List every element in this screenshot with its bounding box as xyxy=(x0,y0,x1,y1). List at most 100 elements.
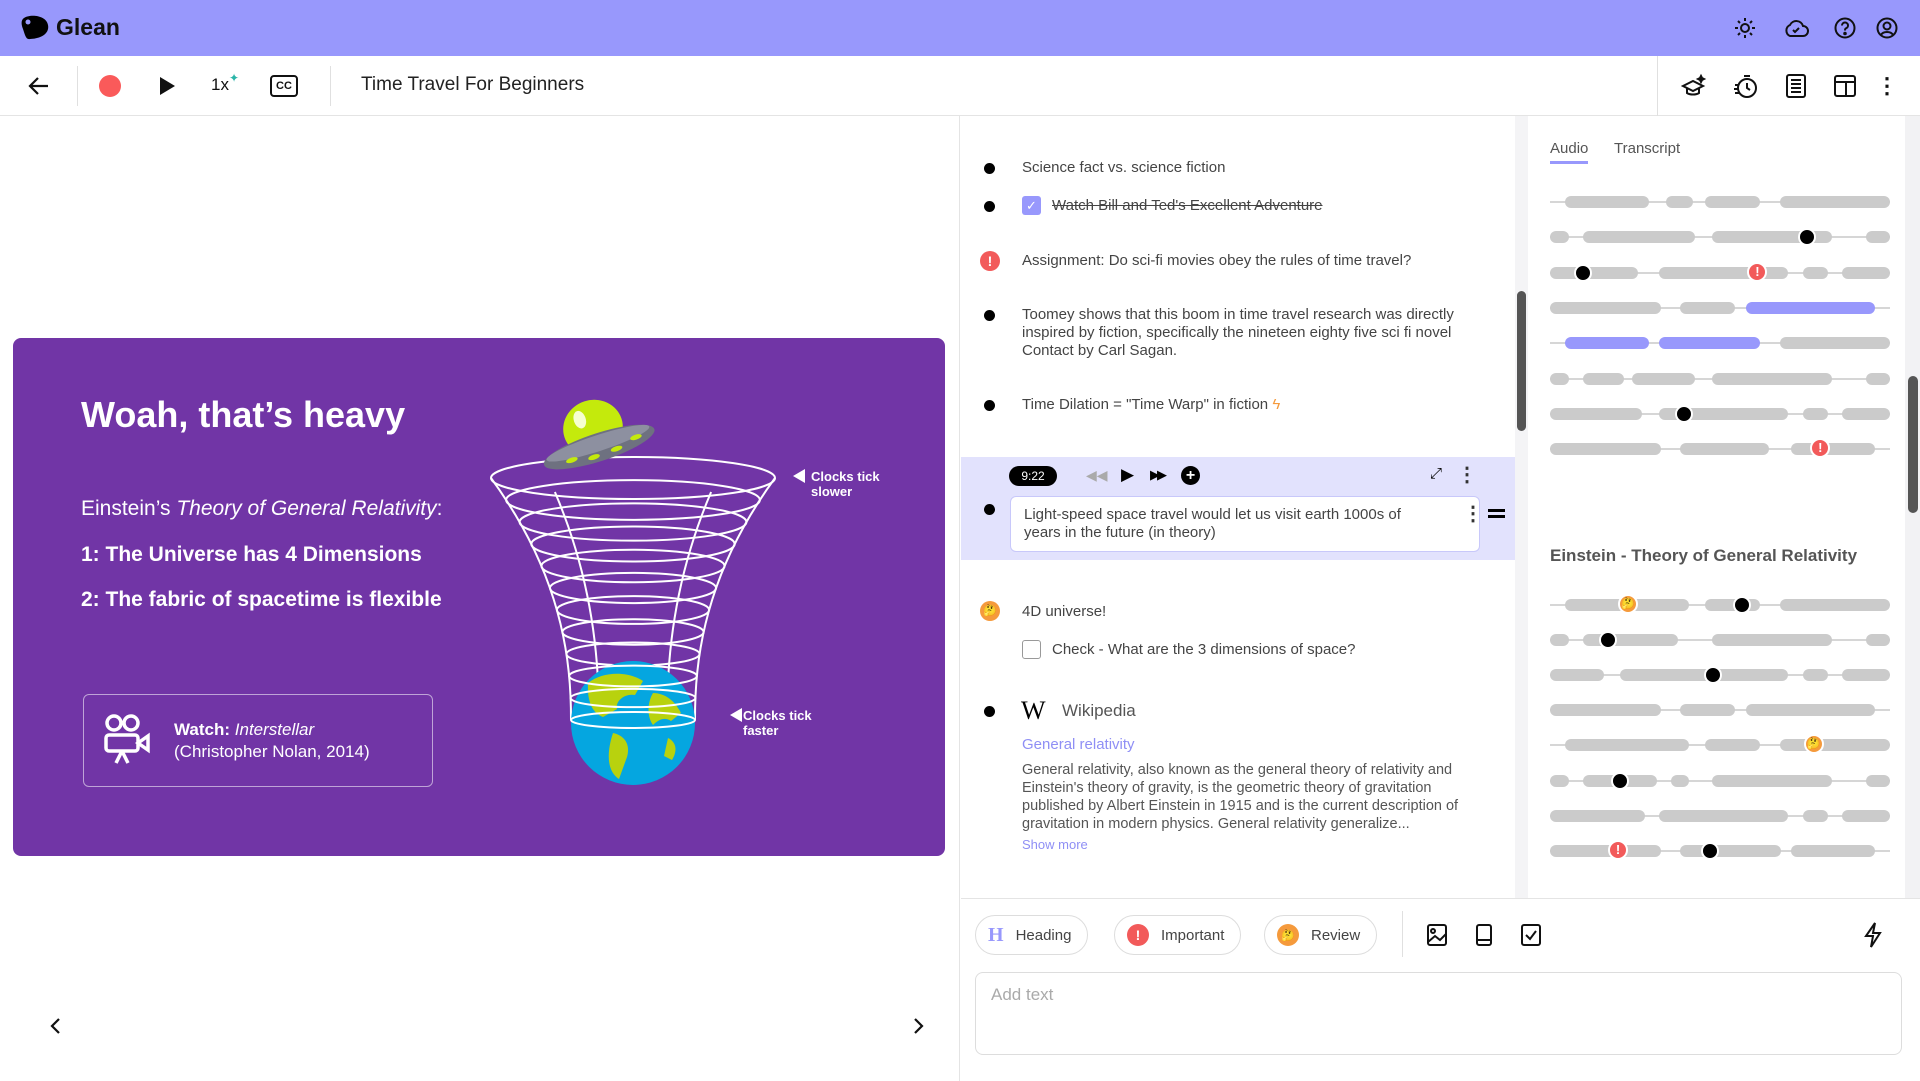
audio-segment[interactable] xyxy=(1803,266,1828,279)
audio-segment-row[interactable] xyxy=(1550,771,1890,790)
previous-slide-icon[interactable] xyxy=(44,1014,66,1038)
help-icon[interactable] xyxy=(1833,16,1857,40)
audio-segment-row[interactable] xyxy=(1550,666,1890,685)
study-cap-icon[interactable] xyxy=(1680,72,1708,100)
audio-segment[interactable] xyxy=(1746,704,1875,717)
audio-segment[interactable] xyxy=(1790,844,1875,857)
audio-segment[interactable] xyxy=(1704,739,1760,752)
audio-segment[interactable] xyxy=(1670,774,1690,787)
audio-segment[interactable] xyxy=(1582,372,1624,385)
audio-segment[interactable] xyxy=(1550,844,1661,857)
audio-segment[interactable] xyxy=(1658,809,1788,822)
audio-segment[interactable] xyxy=(1550,634,1569,647)
play-icon[interactable]: ▶ xyxy=(1121,465,1135,484)
audio-segment[interactable] xyxy=(1803,669,1828,682)
audio-segment[interactable] xyxy=(1565,196,1649,208)
important-marker-icon[interactable]: ! xyxy=(1747,261,1768,282)
audio-segment-highlighted[interactable] xyxy=(1565,337,1649,350)
important-marker-icon[interactable]: ! xyxy=(1608,839,1628,860)
notes-scrollbar-thumb[interactable] xyxy=(1517,291,1526,431)
note-marker-icon[interactable] xyxy=(1704,666,1723,685)
audio-segment[interactable] xyxy=(1550,407,1642,420)
audio-segment[interactable] xyxy=(1680,844,1782,857)
audio-segment-highlighted[interactable] xyxy=(1746,301,1875,314)
audio-segment[interactable] xyxy=(1565,739,1690,752)
audio-segment[interactable] xyxy=(1711,774,1833,787)
audio-segment[interactable] xyxy=(1550,266,1639,279)
audio-segment[interactable] xyxy=(1866,634,1890,647)
audio-segment[interactable] xyxy=(1680,443,1769,456)
note-item[interactable]: Science fact vs. science fiction xyxy=(1022,159,1226,176)
important-marker-icon[interactable]: ! xyxy=(1810,438,1831,459)
audio-segment[interactable] xyxy=(1550,443,1661,456)
note-editor[interactable]: Light-speed space travel would let us vi… xyxy=(1010,496,1483,552)
right-scrollbar-thumb[interactable] xyxy=(1908,376,1918,513)
audio-segment[interactable] xyxy=(1582,231,1696,244)
audio-segment-row[interactable] xyxy=(1550,631,1890,650)
record-button[interactable] xyxy=(99,75,121,97)
note-marker-icon[interactable] xyxy=(1610,771,1629,790)
more-options-icon[interactable]: ⋮ xyxy=(1463,503,1483,525)
note-marker-icon[interactable] xyxy=(1733,596,1752,614)
tab-audio[interactable]: Audio xyxy=(1550,140,1589,164)
important-chip[interactable]: !Important xyxy=(1114,915,1242,955)
audio-segment[interactable] xyxy=(1550,704,1661,717)
audio-segment[interactable] xyxy=(1841,407,1890,420)
note-item[interactable]: Time Dilation = "Time Warp" in fiction ϟ xyxy=(1022,396,1280,414)
audio-segment-row[interactable] xyxy=(1550,228,1890,247)
audio-segment[interactable] xyxy=(1665,196,1693,208)
note-editor-text[interactable]: Light-speed space travel would let us vi… xyxy=(1024,506,1401,541)
account-icon[interactable] xyxy=(1875,16,1899,40)
note-item[interactable]: Toomey shows that this boom in time trav… xyxy=(1022,306,1454,359)
note-marker-icon[interactable] xyxy=(1700,841,1719,860)
drag-handle-icon[interactable] xyxy=(1488,509,1505,512)
add-icon[interactable]: + xyxy=(1181,466,1200,485)
review-chip[interactable]: 🤔Review xyxy=(1264,915,1378,955)
audio-segment-row[interactable]: 🤔 xyxy=(1550,594,1890,614)
audio-segment[interactable] xyxy=(1550,809,1646,822)
audio-segment[interactable] xyxy=(1680,301,1736,314)
audio-segment[interactable] xyxy=(1866,774,1890,787)
note-marker-icon[interactable] xyxy=(1598,631,1617,650)
audio-segment[interactable] xyxy=(1779,739,1890,752)
audio-segment[interactable] xyxy=(1841,669,1890,682)
audio-segment[interactable] xyxy=(1550,372,1569,385)
audio-segment[interactable] xyxy=(1866,231,1890,244)
audio-segment-row[interactable]: 🤔 xyxy=(1550,734,1890,755)
cloud-check-icon[interactable] xyxy=(1782,16,1810,40)
more-options-icon[interactable]: ⋮ xyxy=(1457,464,1477,486)
audio-segment[interactable] xyxy=(1550,301,1661,314)
audio-segment[interactable] xyxy=(1866,372,1890,385)
audio-segment[interactable] xyxy=(1658,266,1788,279)
audio-segment[interactable] xyxy=(1631,372,1696,385)
audio-segment[interactable] xyxy=(1803,809,1828,822)
note-item[interactable]: 4D universe! xyxy=(1022,603,1107,620)
audio-segment-row[interactable]: ! xyxy=(1550,839,1890,860)
review-marker-icon[interactable]: 🤔 xyxy=(1618,594,1639,614)
note-marker-icon[interactable] xyxy=(1675,404,1694,423)
back-arrow-icon[interactable] xyxy=(27,74,51,98)
play-button[interactable] xyxy=(156,74,178,98)
tablet-icon[interactable] xyxy=(1472,923,1496,947)
tab-transcript[interactable]: Transcript xyxy=(1614,140,1681,157)
wiki-link[interactable]: General relativity xyxy=(1022,736,1135,753)
timestamp-badge[interactable]: 9:22 xyxy=(1009,466,1057,486)
rewind-icon[interactable]: ◀◀ xyxy=(1086,467,1108,483)
add-text-input[interactable]: Add text xyxy=(975,972,1902,1055)
audio-segment[interactable] xyxy=(1704,196,1760,208)
audio-segment[interactable] xyxy=(1711,372,1833,385)
audio-segment[interactable] xyxy=(1550,774,1569,787)
audio-segment[interactable] xyxy=(1779,337,1890,350)
audio-segment[interactable] xyxy=(1841,809,1890,822)
note-marker-icon[interactable] xyxy=(1573,263,1592,282)
audio-segment-row[interactable] xyxy=(1550,337,1890,350)
next-slide-icon[interactable] xyxy=(908,1014,930,1038)
audio-segment[interactable] xyxy=(1779,599,1890,611)
audio-segment[interactable] xyxy=(1550,669,1605,682)
more-options-icon[interactable]: ⋮ xyxy=(1876,73,1898,98)
audio-segment[interactable] xyxy=(1711,634,1833,647)
notes-document-icon[interactable] xyxy=(1783,72,1809,100)
audio-segment[interactable] xyxy=(1841,266,1890,279)
audio-segment[interactable] xyxy=(1582,634,1679,647)
